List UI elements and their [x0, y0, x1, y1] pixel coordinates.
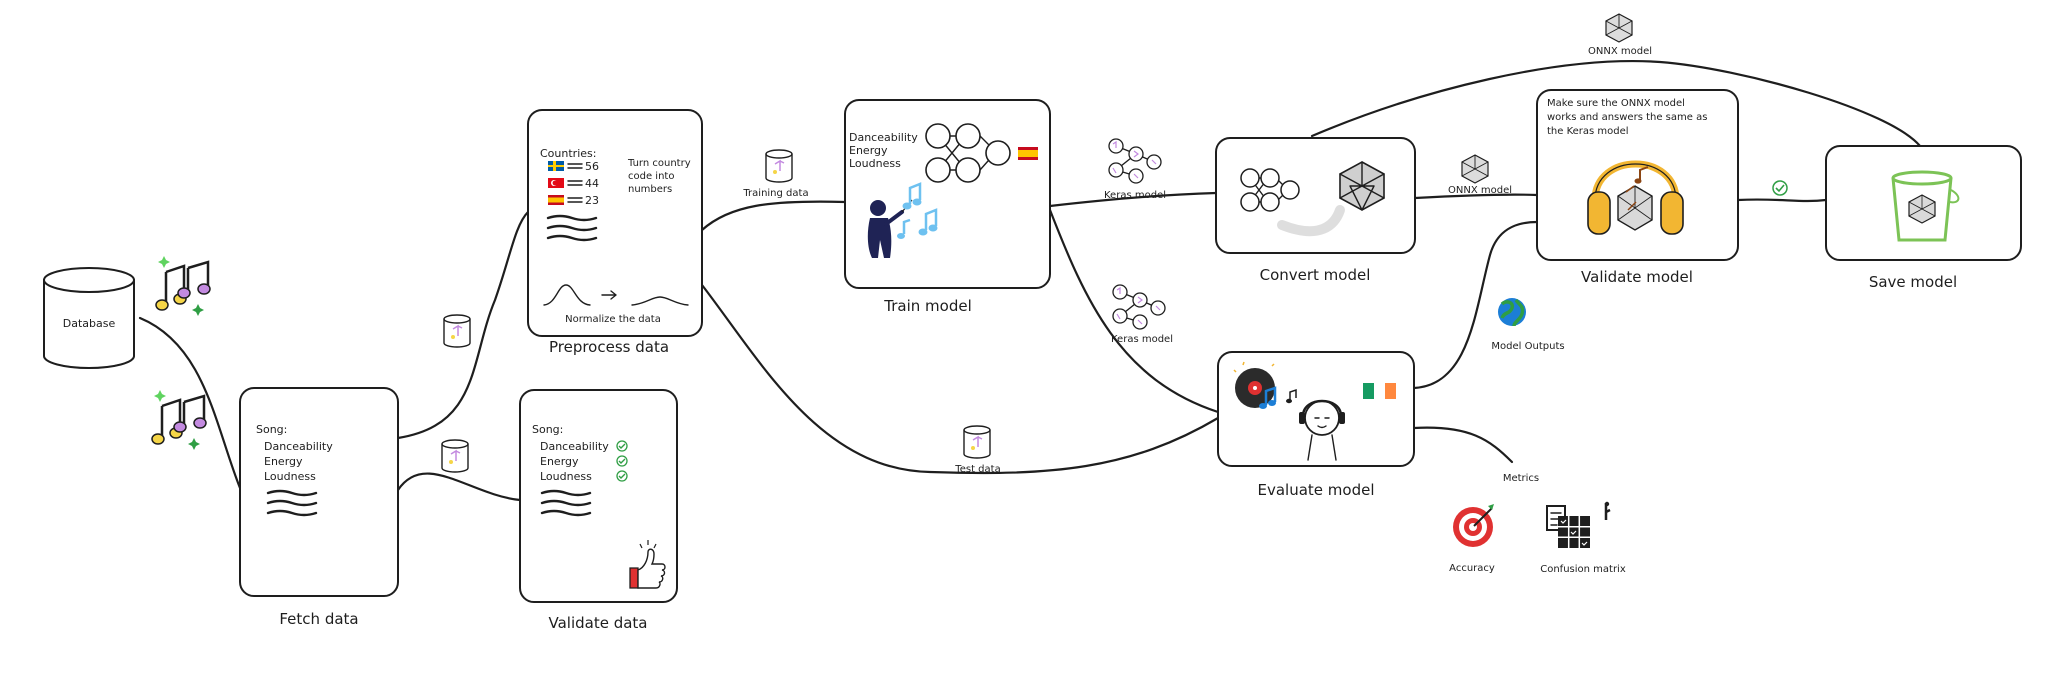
model-outputs-label: Model Outputs	[1491, 341, 1564, 352]
database-node[interactable]: Database	[43, 267, 135, 369]
data-cylinder-icon	[765, 149, 793, 183]
validate-feature: Danceability	[540, 440, 609, 453]
music-note-icon	[897, 182, 938, 239]
data-cylinder-icon	[443, 314, 471, 348]
validate-feature: Loudness	[540, 470, 592, 483]
validate-model-note: Make sure the ONNX model	[1547, 98, 1685, 109]
train-feature: Energy	[849, 144, 888, 157]
thumbs-up-icon	[629, 540, 666, 589]
save-caption: Save model	[1869, 273, 1957, 291]
edge-preprocess-evaluate	[700, 283, 1220, 475]
validate-model-caption: Validate model	[1581, 268, 1693, 286]
confusion-matrix-label: Confusion matrix	[1540, 564, 1626, 575]
onnx-icon	[1605, 13, 1633, 43]
preprocess-data-node[interactable]: Countries: 56 44 23 Turn country code in…	[527, 109, 703, 337]
edge-train-evaluate	[1048, 208, 1220, 414]
database-label: Database	[63, 317, 116, 330]
keras-model-top-label: Keras model	[1104, 190, 1166, 201]
check-icon	[616, 440, 628, 452]
keras-model-bottom-label: Keras model	[1111, 334, 1173, 345]
evaluate-caption: Evaluate model	[1258, 481, 1375, 499]
spain-flag	[548, 195, 564, 205]
onnx-mid-label: ONNX model	[1448, 185, 1512, 196]
train-model-node[interactable]: Danceability Energy Loudness	[844, 99, 1051, 289]
edge-convert-save-onnx	[1310, 60, 1922, 148]
data-cylinder-icon	[441, 439, 469, 473]
globe-icon	[1498, 298, 1526, 327]
country-count: 44	[585, 177, 599, 190]
fetch-feature: Loudness	[264, 470, 316, 483]
edge-train-convert	[1048, 191, 1218, 208]
country-count: 23	[585, 194, 599, 207]
neural-network-icon	[925, 123, 1011, 183]
edge-fetch-validate	[396, 472, 522, 502]
edge-convert-validate	[1413, 193, 1539, 200]
validate-data-node[interactable]: Song: Danceability Energy Loudness	[519, 389, 678, 603]
edge-fetch-preprocess	[396, 210, 530, 440]
bucket-icon	[1891, 170, 1960, 242]
fetch-data-node[interactable]: Song: Danceability Energy Loudness	[239, 387, 399, 597]
country-count: 56	[585, 160, 599, 173]
edge-evaluate-validate	[1412, 220, 1539, 390]
metrics-label: Metrics	[1503, 473, 1539, 484]
fetch-heading: Song:	[256, 423, 287, 436]
save-model-node[interactable]	[1825, 145, 2022, 261]
preprocess-caption: Preprocess data	[549, 338, 669, 356]
convert-caption: Convert model	[1260, 266, 1371, 284]
neural-network-icon	[1240, 168, 1300, 212]
music-notes-icon	[155, 256, 211, 316]
training-data-label: Training data	[742, 188, 808, 199]
check-icon	[1772, 180, 1788, 196]
preprocess-note: Turn country	[627, 158, 691, 169]
distribution-curve-icon	[543, 284, 689, 306]
validate-model-note: works and answers the same as	[1547, 112, 1707, 123]
person-headphones-icon	[1286, 388, 1345, 461]
test-data-label: Test data	[954, 464, 1000, 475]
preprocess-heading: Countries:	[540, 147, 596, 160]
keras-model-icon	[1108, 138, 1162, 184]
onnx-top-label: ONNX model	[1588, 46, 1652, 57]
validate-model-note: the Keras model	[1547, 126, 1629, 137]
turkey-flag	[548, 178, 564, 188]
evaluate-model-node[interactable]	[1217, 351, 1415, 467]
edge-evaluate-metrics	[1412, 426, 1514, 464]
validate-feature: Energy	[540, 455, 579, 468]
fetch-feature: Energy	[264, 455, 303, 468]
spain-flag	[1018, 147, 1038, 160]
validate-model-node[interactable]: Make sure the ONNX model works and answe…	[1536, 89, 1739, 261]
accuracy-label: Accuracy	[1449, 563, 1495, 574]
vinyl-record-icon	[1233, 361, 1277, 409]
normalize-label: Normalize the data	[565, 314, 661, 325]
sweden-flag	[548, 161, 564, 171]
data-cylinder-icon	[963, 425, 991, 459]
fetch-feature: Danceability	[264, 440, 333, 453]
edge-validate-save	[1736, 198, 1828, 203]
fetch-caption: Fetch data	[279, 610, 358, 628]
headphones-icon	[1587, 160, 1684, 235]
edges	[138, 60, 1922, 502]
check-icon	[616, 455, 628, 467]
train-feature: Loudness	[849, 157, 901, 170]
confusion-matrix-icon	[1546, 501, 1611, 548]
keras-model-icon	[1112, 284, 1166, 330]
ireland-flag	[1363, 383, 1396, 399]
edge-preprocess-train	[700, 200, 847, 232]
preprocess-note: numbers	[628, 184, 672, 195]
check-icon	[616, 470, 628, 482]
validate-heading: Song:	[532, 423, 563, 436]
train-caption: Train model	[883, 297, 971, 315]
onnx-icon	[1461, 154, 1489, 184]
edge-database-fetch	[138, 316, 242, 490]
preprocess-note: code into	[628, 171, 674, 182]
target-icon	[1453, 504, 1494, 547]
music-notes-icon	[151, 390, 207, 450]
train-feature: Danceability	[849, 131, 918, 144]
convert-model-node[interactable]	[1215, 137, 1416, 254]
onnx-icon	[1339, 161, 1385, 211]
validate-data-caption: Validate data	[548, 614, 647, 632]
